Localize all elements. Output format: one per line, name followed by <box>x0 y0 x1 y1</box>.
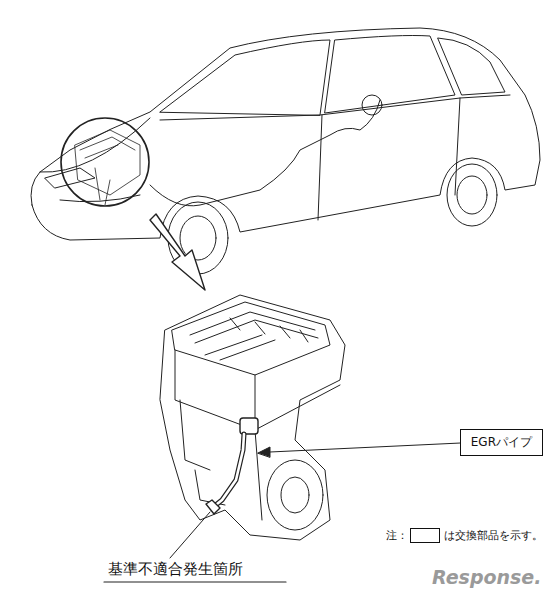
part-name: EGRパイプ <box>471 434 532 451</box>
car-body <box>31 28 540 240</box>
part-label-box: EGRパイプ <box>460 429 543 456</box>
egr-routing <box>150 100 380 206</box>
engine <box>160 295 345 540</box>
car-headlight <box>45 168 95 188</box>
engine-mini <box>75 130 140 205</box>
underline <box>104 581 286 582</box>
detail-arrow <box>150 214 205 290</box>
legend-swatch <box>410 528 440 543</box>
defect-location-label: 基準不適合発生箇所 <box>108 560 243 579</box>
egr-pipe <box>206 418 258 514</box>
car-window <box>160 40 330 115</box>
detail-circle <box>61 118 149 206</box>
leader-line <box>170 512 210 558</box>
car-window <box>438 38 505 95</box>
note-label: 注： <box>386 528 408 543</box>
leader-arrowhead <box>258 447 270 457</box>
legend-text: は交換部品を示す。 <box>444 528 543 543</box>
watermark: Response. <box>432 566 541 588</box>
car-door-line <box>160 95 510 220</box>
leader-line <box>270 442 482 452</box>
car-wheel <box>447 164 497 226</box>
car-hood <box>40 118 150 202</box>
